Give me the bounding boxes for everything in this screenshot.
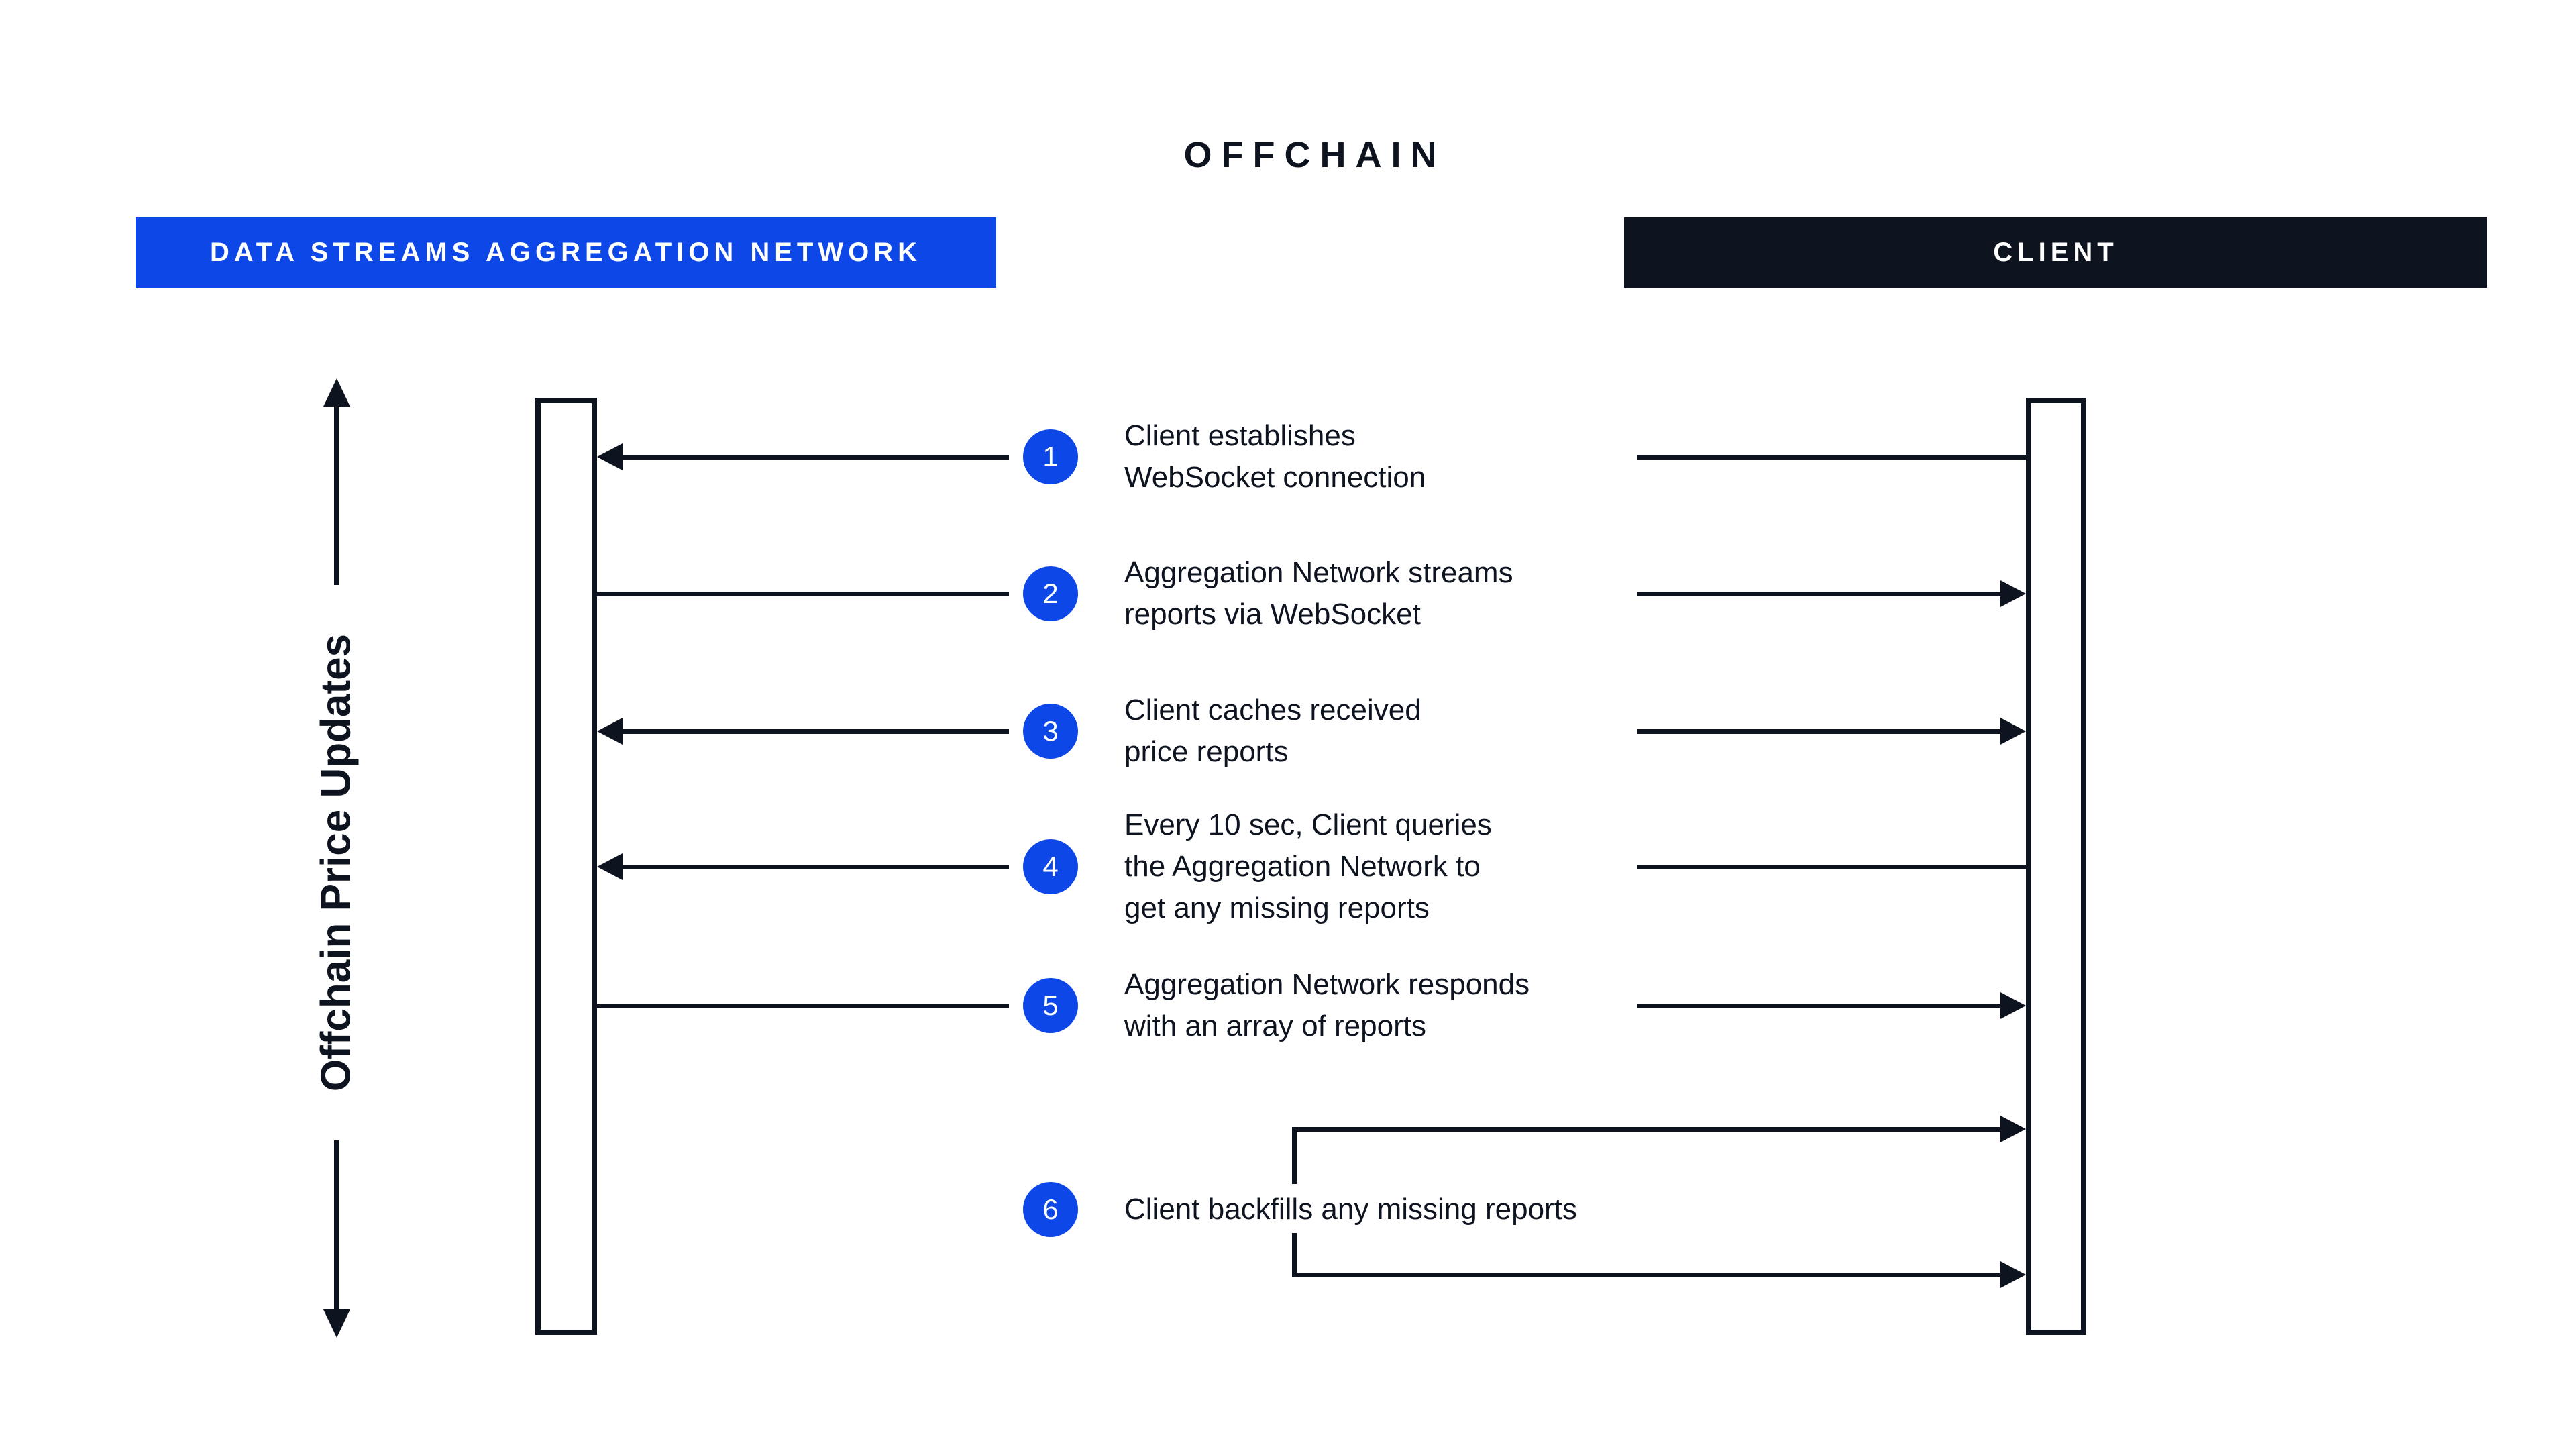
message-line-left [614, 729, 1009, 734]
message-line-right [1637, 592, 2006, 596]
message-line-right [1637, 865, 2026, 869]
message-line-right [1637, 1004, 2006, 1008]
step-number-badge: 5 [1023, 978, 1078, 1033]
vertical-arrow-line-top [334, 402, 339, 585]
message-line-left [597, 1004, 1009, 1008]
message-line-right [1637, 729, 2006, 734]
step-text: Client backfills any missing reports [1124, 1193, 1577, 1226]
vertical-arrow-line-bottom [334, 1140, 339, 1313]
up-arrowhead-icon [323, 378, 350, 407]
arrowhead-right-icon [2000, 992, 2026, 1019]
step-number: 3 [1042, 715, 1059, 747]
message-line-right [1292, 1127, 2004, 1132]
message-line-left [597, 592, 1009, 596]
step-number: 2 [1042, 578, 1059, 609]
arrowhead-right-icon [2000, 1261, 2026, 1288]
elbow-stub-top [1292, 1129, 1297, 1184]
step-number-badge: 6 [1023, 1182, 1078, 1237]
step-text: Every 10 sec, Client queries the Aggrega… [1124, 808, 1492, 924]
aggregation-network-banner-label: DATA STREAMS AGGREGATION NETWORK [210, 237, 922, 267]
arrowhead-right-icon [2000, 718, 2026, 745]
arrowhead-right-icon [2000, 580, 2026, 607]
offchain-price-updates-label: Offchain Price Updates [313, 633, 360, 1092]
step-number: 5 [1042, 989, 1059, 1021]
down-arrowhead-icon [323, 1309, 350, 1338]
step-number-badge: 2 [1023, 566, 1078, 621]
step-number: 6 [1042, 1193, 1059, 1225]
message-line-right [1292, 1273, 2004, 1277]
step-number: 4 [1042, 851, 1059, 882]
step-number: 1 [1042, 441, 1059, 472]
step-text: Client establishes WebSocket connection [1124, 419, 1426, 494]
client-banner-label: CLIENT [1993, 237, 2118, 267]
client-lifeline [2026, 398, 2086, 1335]
step-number-badge: 3 [1023, 704, 1078, 759]
step-text: Client caches received price reports [1124, 694, 1421, 768]
client-banner: CLIENT [1624, 217, 2487, 288]
message-line-left [614, 865, 1009, 869]
step-text: Aggregation Network responds with an arr… [1124, 968, 1530, 1042]
elbow-stub-bottom [1292, 1233, 1297, 1277]
aggregation-network-lifeline [535, 398, 597, 1335]
page-title: OFFCHAIN [1183, 135, 1446, 175]
message-line-right [1637, 455, 2026, 460]
message-line-left [614, 455, 1009, 460]
step-text: Aggregation Network streams reports via … [1124, 556, 1513, 631]
step-number-badge: 4 [1023, 839, 1078, 894]
aggregation-network-banner: DATA STREAMS AGGREGATION NETWORK [136, 217, 996, 288]
step-number-badge: 1 [1023, 429, 1078, 484]
arrowhead-right-icon [2000, 1116, 2026, 1142]
